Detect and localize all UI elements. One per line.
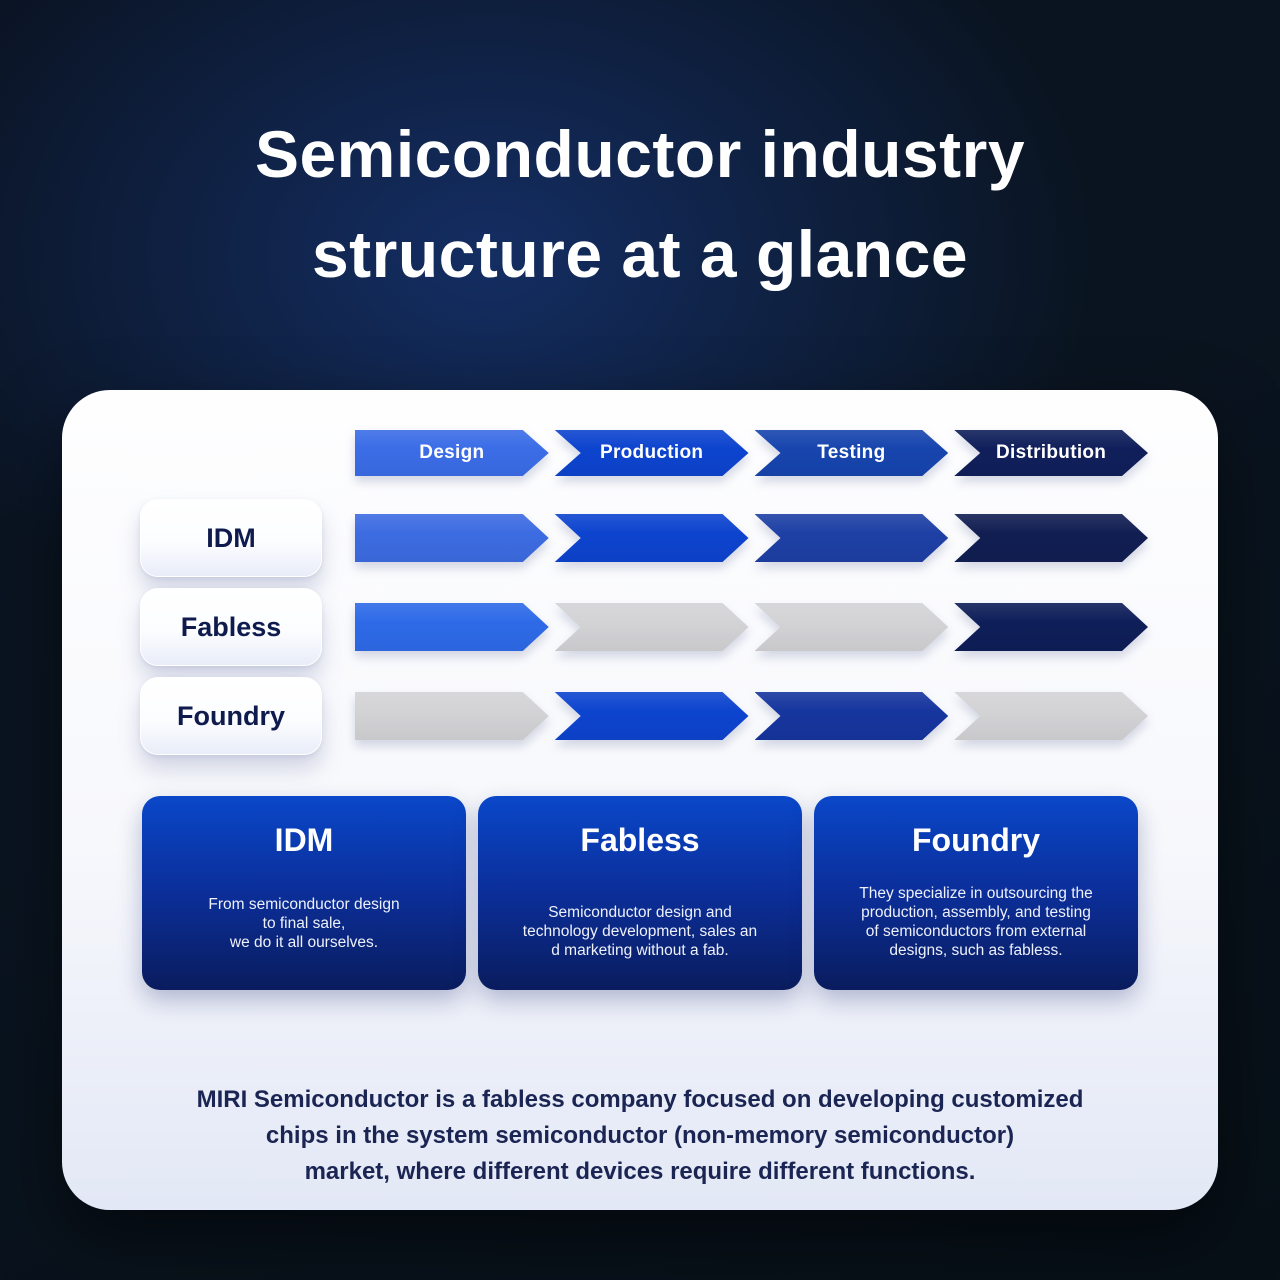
- row-label: IDM: [206, 522, 256, 553]
- row-label-pill-idm: IDM: [140, 499, 322, 577]
- info-card-body: Semiconductor design and technology deve…: [522, 904, 758, 959]
- process-row-idm: [355, 514, 1148, 562]
- chevron-arrow-segment: Testing: [755, 430, 949, 476]
- process-row-foundry: [355, 692, 1148, 740]
- main-panel: Design Production Testing Distribution IDM F…: [62, 390, 1218, 1210]
- stage-header-row: Design Production Testing Distribution: [355, 430, 1148, 476]
- chevron-arrow-segment: [755, 692, 949, 740]
- chevron-arrow-segment: [555, 603, 749, 651]
- page-title: Semiconductor industry structure at a gl…: [254, 117, 1026, 291]
- stage-label-production: Production: [599, 442, 704, 463]
- info-card-idm: IDM From semiconductor design to final sa…: [142, 796, 466, 990]
- chevron-arrow-segment: [755, 514, 949, 562]
- chevron-arrow-segment: Distribution: [954, 430, 1148, 476]
- chevron-arrow-segment: [954, 692, 1148, 740]
- stage-label-design: Design: [419, 442, 485, 463]
- row-label-pill-fabless: Fabless: [140, 588, 322, 666]
- chevron-arrow-segment: [954, 603, 1148, 651]
- chevron-arrow-segment: [954, 514, 1148, 562]
- chevron-arrow-segment: [555, 514, 749, 562]
- row-label: Fabless: [180, 611, 282, 642]
- stage-label-testing: Testing: [817, 442, 886, 463]
- chevron-arrow-segment: [355, 603, 549, 651]
- process-row-fabless: [355, 603, 1148, 651]
- info-card-title: Foundry: [912, 822, 1040, 858]
- row-label: Foundry: [177, 700, 285, 731]
- info-card-title: IDM: [274, 822, 334, 858]
- chevron-arrow-segment: [755, 603, 949, 651]
- chevron-arrow-segment: [555, 692, 749, 740]
- row-label-pill-foundry: Foundry: [140, 677, 322, 755]
- info-card-body: From semiconductor design to final sale,…: [208, 896, 400, 951]
- chevron-arrow-segment: [355, 692, 549, 740]
- chevron-arrow-segment: [355, 514, 549, 562]
- chevron-arrow-segment: Production: [555, 430, 749, 476]
- info-cards-row: IDM From semiconductor design to final sa…: [142, 796, 1138, 990]
- footer-note: MIRI Semiconductor is a fabless company …: [196, 1086, 1084, 1185]
- info-card-body: They specialize in outsourcing the produ…: [859, 885, 1093, 959]
- chevron-arrow-segment: Design: [355, 430, 549, 476]
- stage-label-distribution: Distribution: [996, 442, 1107, 463]
- info-card-title: Fabless: [580, 822, 700, 858]
